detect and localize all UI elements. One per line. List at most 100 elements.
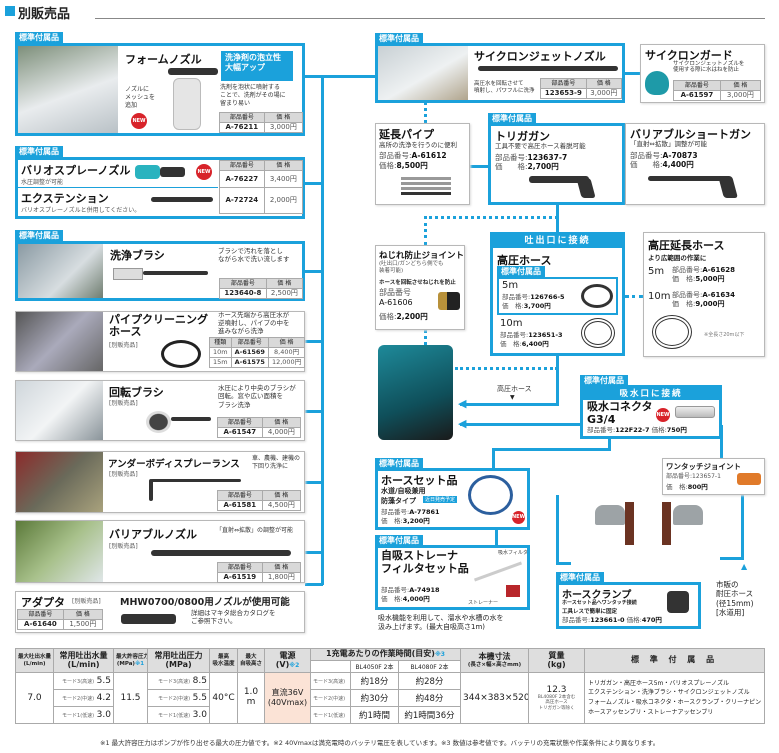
connector-line bbox=[305, 270, 323, 273]
product-title: エクステンション bbox=[21, 192, 109, 205]
feature-badge: 洗浄剤の泡立性 大幅アップ bbox=[221, 51, 293, 81]
part-number: A-61547 bbox=[217, 427, 263, 438]
mode-label: モード2(中速) bbox=[310, 689, 351, 707]
part-number: 123657-1 bbox=[692, 473, 721, 480]
description: ホースを回転させねじれを防止 bbox=[379, 280, 456, 286]
wall-post-image bbox=[662, 502, 671, 545]
part-number: 123640-8 bbox=[219, 288, 267, 299]
filter-label: 吸水フィルタ bbox=[498, 550, 528, 556]
hose-length: 5m bbox=[502, 280, 519, 291]
part-number: 123653-9 bbox=[540, 88, 587, 99]
part-number: A-70873 bbox=[662, 151, 698, 160]
hose-5m-option: 5m 部品番号:126766-5 価 格:3,700円 bbox=[497, 277, 618, 315]
product-title: ホースクランプ bbox=[562, 590, 632, 601]
hose-length: 15m bbox=[209, 357, 232, 368]
header-price: 価 格 bbox=[62, 609, 104, 620]
price: 1,500円 bbox=[62, 619, 104, 630]
extension-pipe-card: 延長パイプ 高所の洗浄を行うのに便利 部品番号:A-61612 価格:8,500… bbox=[375, 123, 470, 205]
price: 12,000円 bbox=[267, 357, 306, 368]
product-title: 洗浄ブラシ bbox=[110, 249, 165, 262]
unit: (MPa) bbox=[116, 660, 135, 667]
connector-line bbox=[495, 530, 498, 545]
cyclone-guard-card: サイクロンガード サイクロンジェットノズルを 使用する際に水はねを防止 部品番号… bbox=[640, 44, 765, 103]
product-title: アンダーボディスプレーランス bbox=[108, 459, 240, 470]
part-number: 126766-5 bbox=[530, 293, 565, 301]
variable-short-gun-card: バリアブルショートガン 「直射⇔拡散」調整が可能 部品番号:A-70873 価 … bbox=[625, 123, 765, 205]
mass-value: 12.3 bbox=[546, 684, 567, 695]
header-part-no: 部品番号 bbox=[230, 337, 269, 348]
description: 水圧により中央のブラシが 回転。窓や広い面積を ブラシ洗浄 bbox=[218, 384, 296, 409]
note: (吐出口/ガンどちら側でも 装着可能) bbox=[379, 261, 444, 274]
lance-image bbox=[151, 479, 241, 482]
section-title: 別販売品 bbox=[18, 7, 71, 22]
part-number: A-61640 bbox=[17, 619, 64, 630]
hose-image bbox=[581, 318, 615, 348]
new-badge: NEW bbox=[656, 408, 670, 422]
description: ブラシで汚れを落とし ながら水で洗い流します bbox=[218, 247, 290, 264]
runtime-bl4080f: 約48分 bbox=[397, 689, 462, 707]
header-accessories: 標 準 付 属 品 bbox=[584, 648, 765, 673]
hose-length: 10m bbox=[500, 318, 523, 329]
price: 3,700円 bbox=[523, 302, 551, 310]
price: 3,200円 bbox=[402, 517, 430, 525]
part-number: A-61519 bbox=[217, 572, 263, 583]
price-label: 価格: bbox=[626, 616, 642, 624]
price: 4,400円 bbox=[662, 160, 694, 169]
standard-tag: 標準付属品 bbox=[488, 113, 536, 125]
description: サイクロンジェットノズルを 使用する際に水はねを防止 bbox=[673, 61, 745, 74]
part-number: A-61628 bbox=[702, 266, 736, 274]
header-temp: 最高 吸水温度 bbox=[209, 648, 238, 673]
part-number: A-61569 bbox=[230, 347, 269, 358]
price: 800円 bbox=[687, 483, 708, 491]
hose-length: 10m bbox=[648, 291, 671, 302]
headline: MHW0700/0800用ノズルが使用可能 bbox=[120, 597, 290, 608]
description: より広範囲の作業に bbox=[648, 254, 707, 262]
connector-line bbox=[305, 551, 323, 554]
runtime-bl4080f: 約28分 bbox=[397, 672, 462, 690]
mode-label: モード3(高速) bbox=[158, 679, 191, 685]
faucet-image bbox=[673, 505, 703, 525]
rotary-brush-image bbox=[146, 411, 171, 433]
price-label: 価格: bbox=[379, 312, 397, 321]
description: バリオスプレーノズルと併用してください。 bbox=[21, 207, 141, 214]
header-price: 価 格 bbox=[263, 112, 304, 123]
description: 高所の洗浄を行うのに便利 bbox=[379, 141, 457, 149]
standard-tag: 標準付属品 bbox=[15, 230, 63, 242]
unit: (MPa) bbox=[165, 659, 192, 669]
part-label: 部品番号: bbox=[672, 291, 703, 299]
note-ref: ※3 bbox=[434, 651, 445, 659]
hose-label: 高圧ホース bbox=[497, 385, 532, 393]
note-ref: ※2 bbox=[289, 661, 300, 669]
power-value: 直流36V (40Vmax) bbox=[264, 672, 311, 724]
part-number: 123661-0 bbox=[590, 616, 625, 624]
divider bbox=[95, 18, 765, 19]
connector-image bbox=[675, 406, 715, 418]
header-type: 種類 bbox=[209, 337, 232, 348]
pressure-value: 8.5 bbox=[192, 676, 207, 686]
vario-nozzle-image bbox=[160, 167, 185, 177]
price-label: 価 格: bbox=[666, 483, 688, 491]
strainer-set-card: 自吸ストレーナ フィルタセット品 吸水フィルタ ストレーナー 部品番号:A-74… bbox=[375, 545, 530, 610]
part-label: 部品番号: bbox=[666, 473, 693, 480]
header-flow: 常用吐出水量 bbox=[59, 650, 108, 660]
standard-tag: 標準付属品 bbox=[375, 33, 423, 45]
unit: (長さ×幅×高さmm) bbox=[467, 661, 522, 668]
part-label: 部品番号: bbox=[500, 331, 529, 339]
max-flow-value: 7.0 bbox=[15, 672, 54, 724]
faucet-image bbox=[595, 505, 625, 525]
new-badge: NEW bbox=[196, 164, 212, 180]
hose-set-card: ホースセット品 水道/自吸兼用 防藻タイプ 近日発売予定 部品番号:A-7786… bbox=[375, 468, 530, 530]
price: 2,200円 bbox=[396, 312, 428, 321]
price-label: 価 格: bbox=[672, 300, 696, 308]
trigger-gun-card: トリガガン 工具不要で高圧ホース着脱可能 部品番号:123637-7 価 格:2… bbox=[488, 123, 625, 205]
product-title: パイプクリーニング ホース bbox=[109, 313, 208, 338]
one-touch-joint-card: ワンタッチジョイント 部品番号:123657-1 価 格:800円 bbox=[662, 458, 765, 495]
product-title: ねじれ防止ジョイント bbox=[379, 251, 465, 261]
temp-value: 40°C bbox=[209, 672, 238, 724]
connector-line bbox=[321, 75, 324, 585]
arrow-left-icon: ◀ bbox=[458, 417, 467, 430]
pressure-value: 3.0 bbox=[192, 710, 207, 720]
hose-clamp-card: ホースクランプ ホースセット品へワンタッチ接続 工具レスで簡単に固定 部品番号:… bbox=[556, 582, 701, 629]
